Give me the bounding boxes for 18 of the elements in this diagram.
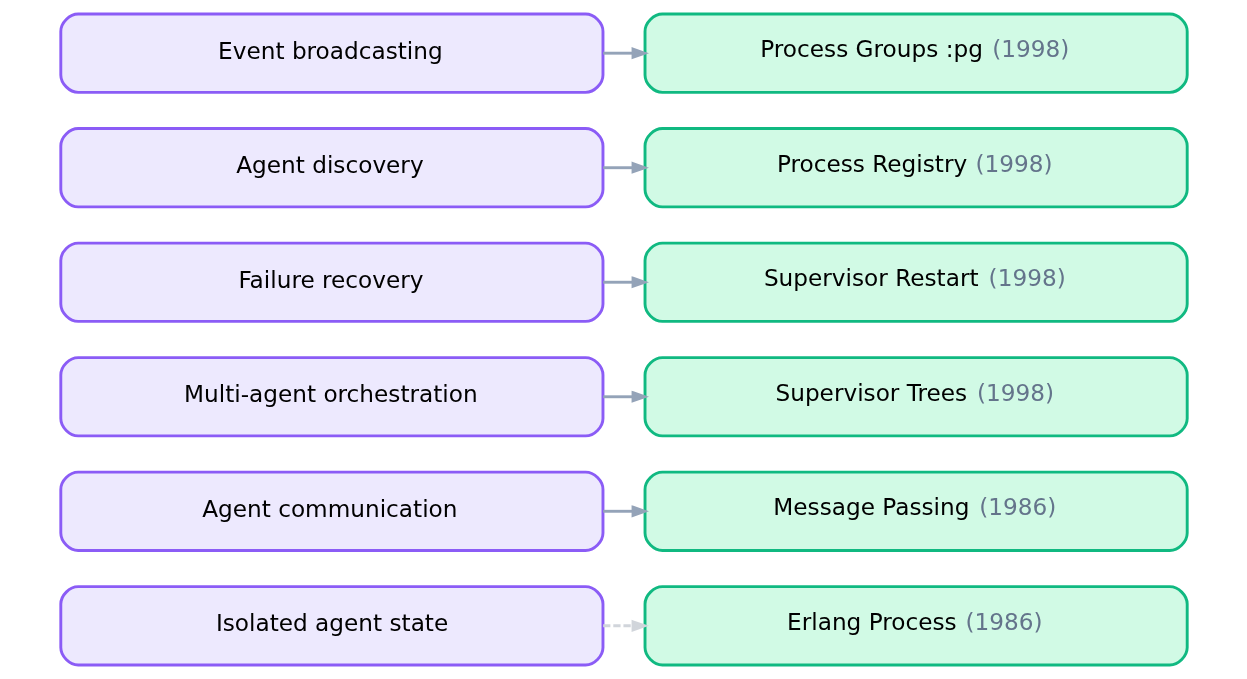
arrow <box>602 390 649 403</box>
arrow <box>602 276 649 289</box>
node-box: Message Passing (1986) <box>643 470 1189 552</box>
node-box: Failure recovery <box>58 241 604 323</box>
node-box: Agent communication <box>58 470 604 552</box>
node-box: Agent discovery <box>58 127 604 209</box>
node-box: Erlang Process (1986) <box>643 585 1189 667</box>
node-box: Process Groups :pg (1998) <box>643 12 1189 94</box>
node-box: Process Registry (1998) <box>643 127 1189 209</box>
node-box: Event broadcasting <box>58 12 604 94</box>
arrow <box>602 47 649 60</box>
node-box: Isolated agent state <box>58 585 604 667</box>
node-box: Supervisor Trees (1998) <box>643 356 1189 438</box>
arrow <box>602 619 649 632</box>
node-box: Supervisor Restart (1998) <box>643 241 1189 323</box>
arrow <box>602 161 649 174</box>
node-box: Multi-agent orchestration <box>58 356 604 438</box>
arrow <box>602 505 649 518</box>
